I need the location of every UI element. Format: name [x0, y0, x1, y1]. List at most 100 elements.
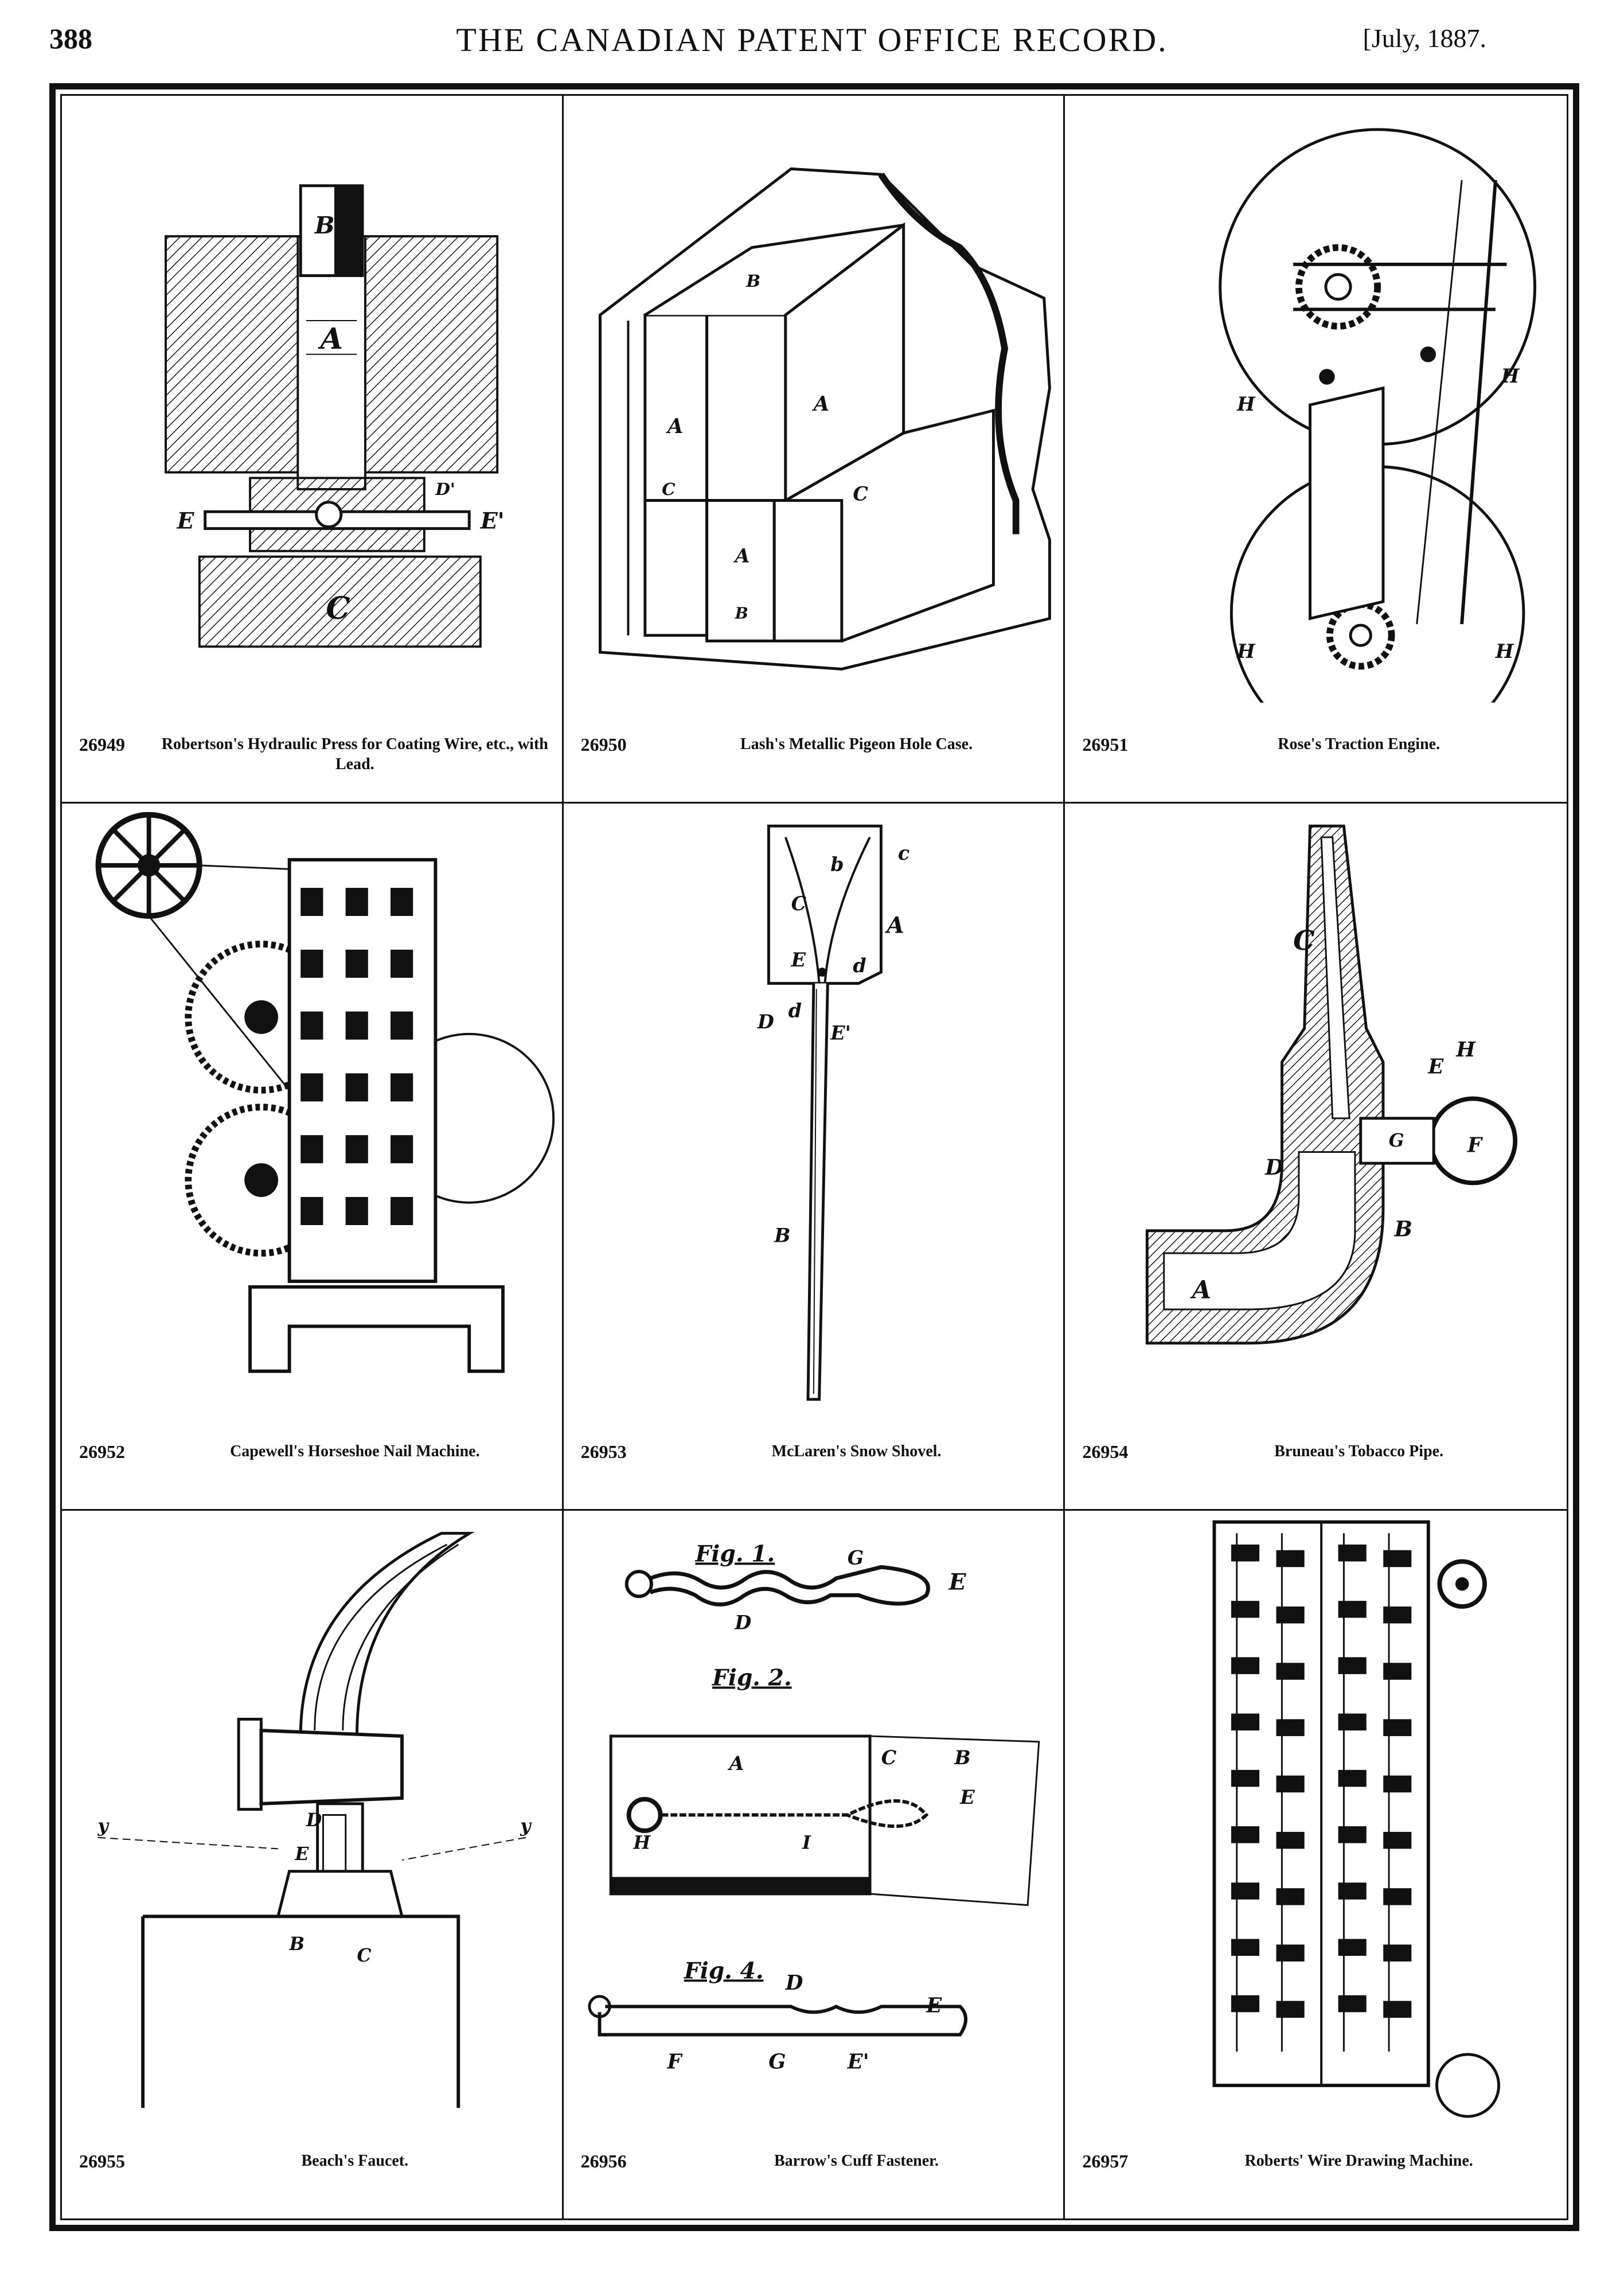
figure-label: B — [774, 1224, 790, 1246]
patent-title: Beach's Faucet. — [301, 2151, 409, 2170]
figure-label: H — [1501, 365, 1520, 387]
patent-number: 26955 — [79, 2150, 125, 2171]
figure-label: b — [830, 853, 844, 875]
figure-label: A — [1190, 1276, 1211, 1304]
figure-label: D — [1264, 1154, 1283, 1179]
patent-title: Rose's Traction Engine. — [1278, 735, 1440, 753]
snow-shovel-figure: A b c C E d d D E' B — [756, 824, 909, 1401]
patent-number: 26952 — [79, 1441, 125, 1463]
patent-title: Lash's Metallic Pigeon Hole Case. — [740, 735, 973, 753]
pigeon-hole-case-figure: A B C A C A B — [598, 167, 1051, 671]
patent-grid: B A D' E E' C 26949 Robertson's Hydrauli… — [60, 94, 1568, 2220]
figure-label: A — [318, 322, 343, 356]
patent-title: Robertson's Hydraulic Press for Coating … — [161, 735, 548, 773]
patent-cell-26953: A b c C E d d D E' B 26953 McLaren's Sno… — [563, 803, 1065, 1511]
figure-label: C — [326, 590, 350, 626]
figure-label: G — [847, 1547, 864, 1569]
figure-label: H — [633, 1832, 651, 1854]
patent-number: 26954 — [1082, 1441, 1129, 1463]
patent-cell-26949: B A D' E E' C 26949 Robertson's Hydrauli… — [62, 96, 564, 804]
figure-label: G — [1389, 1130, 1404, 1151]
faucet-figure: E D B C y y — [97, 1532, 532, 2108]
patent-caption: 26952 Capewell's Horseshoe Nail Machine. — [62, 1439, 562, 1496]
tobacco-pipe-figure: C E H F G D B A — [1146, 824, 1518, 1344]
figure-label: A — [884, 912, 904, 938]
patent-cell-26951: H H H H 26951 Rose's Traction Engine. — [1065, 96, 1567, 804]
figure-label: G — [768, 2050, 786, 2074]
patent-number: 26951 — [1082, 734, 1129, 755]
patent-caption: 26954 Bruneau's Tobacco Pipe. — [1065, 1439, 1567, 1496]
cuff-fastener-figure: Fig. 1. G E D Fig. 2. A C B E H I Fig. 4… — [588, 1541, 1040, 2074]
figure-label: B — [745, 271, 760, 291]
figure-label: C — [662, 479, 676, 499]
issue-date: [July, 1887. — [1363, 24, 1486, 53]
figure-label: D — [756, 1011, 774, 1033]
patent-caption: 26949 Robertson's Hydraulic Press for Co… — [62, 732, 562, 789]
patent-cell-26956: Fig. 1. G E D Fig. 2. A C B E H I Fig. 4… — [564, 1511, 1065, 2218]
figure-label: B — [314, 211, 335, 239]
figure-label: C — [791, 892, 806, 915]
figure-label: E — [790, 949, 806, 971]
figure-label: d — [853, 954, 866, 977]
hydraulic-press-figure: B A D' E E' C — [165, 184, 505, 648]
figure-label: B — [954, 1746, 970, 1769]
patent-caption: 26955 Beach's Faucet. — [62, 2149, 562, 2206]
figure-label: H — [1236, 393, 1256, 415]
patent-title: Capewell's Horseshoe Nail Machine. — [230, 1442, 480, 1461]
figure-label: F — [666, 2050, 683, 2074]
patent-number: 26957 — [1082, 2150, 1129, 2171]
figure-label: B — [734, 604, 748, 622]
figure-label: H — [1236, 640, 1256, 662]
figure-label: C — [1293, 925, 1314, 956]
figure-label: E — [294, 1843, 309, 1865]
figure-label: E' — [846, 2050, 869, 2074]
patent-caption: 26951 Rose's Traction Engine. — [1065, 732, 1567, 789]
figure-label: c — [897, 842, 909, 864]
patent-cell-26950: A B C A C A B 26950 Lash's Metallic Pige… — [563, 96, 1065, 804]
figure-label: H — [1495, 640, 1514, 662]
figure-label: B — [1394, 1216, 1412, 1241]
figure-label: E — [1428, 1055, 1445, 1078]
patent-number: 26953 — [580, 1441, 627, 1463]
patent-cell-26952: 26952 Capewell's Horseshoe Nail Machine. — [62, 803, 564, 1511]
patent-number: 26949 — [79, 734, 125, 755]
patent-caption: 26953 McLaren's Snow Shovel. — [564, 1439, 1064, 1496]
figure-label: B — [289, 1934, 305, 1955]
figure-label: E — [959, 1786, 975, 1808]
page-number: 388 — [49, 22, 92, 54]
patent-number: 26956 — [580, 2150, 627, 2171]
patent-title: Bruneau's Tobacco Pipe. — [1274, 1442, 1444, 1461]
figure-label: y — [520, 1815, 532, 1837]
figure-label: D — [784, 1971, 803, 1995]
wire-drawing-machine-figure — [1212, 1520, 1501, 2118]
figure-label: E — [948, 1569, 966, 1596]
figure-label: Fig. 4. — [684, 1958, 764, 1984]
figure-label: D — [734, 1612, 751, 1634]
patent-cell-26954: C E H F G D B A 26954 Bruneau's Tobacco … — [1065, 804, 1567, 1511]
patent-cell-26957: 26957 Roberts' Wire Drawing Machine. — [1065, 1511, 1567, 2218]
journal-title: THE CANADIAN PATENT OFFICE RECORD. — [456, 21, 1168, 59]
figure-label: I — [802, 1832, 811, 1854]
figure-label: F — [1467, 1133, 1484, 1157]
figure-label: H — [1456, 1038, 1477, 1062]
figure-label: E' — [480, 508, 505, 535]
figure-label: E — [177, 508, 195, 535]
traction-engine-figure: H H H H — [1219, 128, 1537, 703]
patent-title: Barrow's Cuff Fastener. — [774, 2151, 939, 2170]
figure-label: A — [666, 415, 683, 438]
patent-cell-26955: E D B C y y 26955 Beach's Faucet. — [62, 1511, 564, 2218]
figure-label: C — [357, 1945, 371, 1966]
figure-label: C — [881, 1746, 896, 1769]
plate-frame: B A D' E E' C 26949 Robertson's Hydrauli… — [49, 83, 1579, 2231]
patent-title: McLaren's Snow Shovel. — [771, 1442, 942, 1461]
patent-number: 26950 — [580, 734, 627, 755]
figure-label: A — [733, 544, 749, 567]
patent-caption: 26957 Roberts' Wire Drawing Machine. — [1065, 2149, 1567, 2206]
figure-label: d — [788, 999, 801, 1021]
figure-label: A — [811, 392, 829, 416]
figure-label: E' — [830, 1021, 851, 1044]
page-header: 388 THE CANADIAN PATENT OFFICE RECORD. [… — [0, 0, 1624, 77]
figure-label: Fig. 2. — [712, 1665, 792, 1691]
nail-machine-figure — [95, 812, 555, 1373]
figure-label: C — [853, 483, 868, 505]
